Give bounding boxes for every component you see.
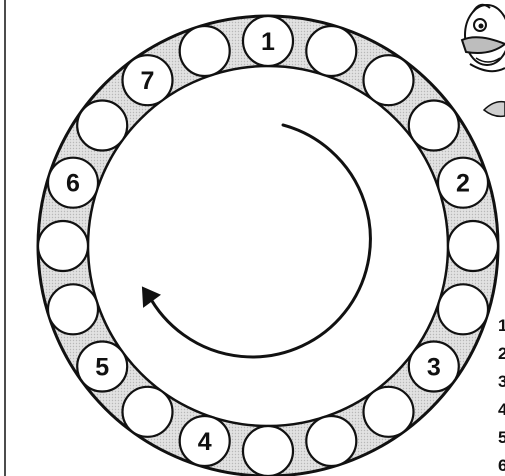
small-circle xyxy=(38,221,88,271)
small-circle xyxy=(364,387,414,437)
small-circle xyxy=(48,284,98,334)
side-list-number: 5 xyxy=(498,428,505,447)
small-circle xyxy=(306,416,356,466)
inner-disc xyxy=(88,66,448,426)
circle-number-label: 7 xyxy=(141,67,155,95)
small-circle xyxy=(243,426,293,476)
side-number-list: 1 2 3 4 5 6 xyxy=(498,316,505,475)
circle-number-label: 2 xyxy=(456,170,470,198)
small-circle xyxy=(77,101,127,151)
circle-number-label: 3 xyxy=(427,354,441,382)
small-circle xyxy=(123,387,173,437)
circle-number-label: 6 xyxy=(66,170,80,198)
small-circle xyxy=(364,55,414,105)
leaf-icon xyxy=(484,102,505,117)
circle-number-label: 1 xyxy=(261,28,275,56)
small-circle xyxy=(448,221,498,271)
side-list-number: 6 xyxy=(498,456,505,475)
small-circle xyxy=(180,26,230,76)
duck-cartoon-icon xyxy=(462,5,505,71)
side-list-number: 1 xyxy=(498,316,505,335)
small-circle xyxy=(306,26,356,76)
side-list-number: 2 xyxy=(498,344,505,363)
circle-number-label: 4 xyxy=(198,428,212,456)
side-list-number: 3 xyxy=(498,372,505,391)
small-circle xyxy=(438,284,488,334)
small-circle xyxy=(409,101,459,151)
side-list-number: 4 xyxy=(498,400,505,419)
circle-number-label: 5 xyxy=(95,354,109,382)
